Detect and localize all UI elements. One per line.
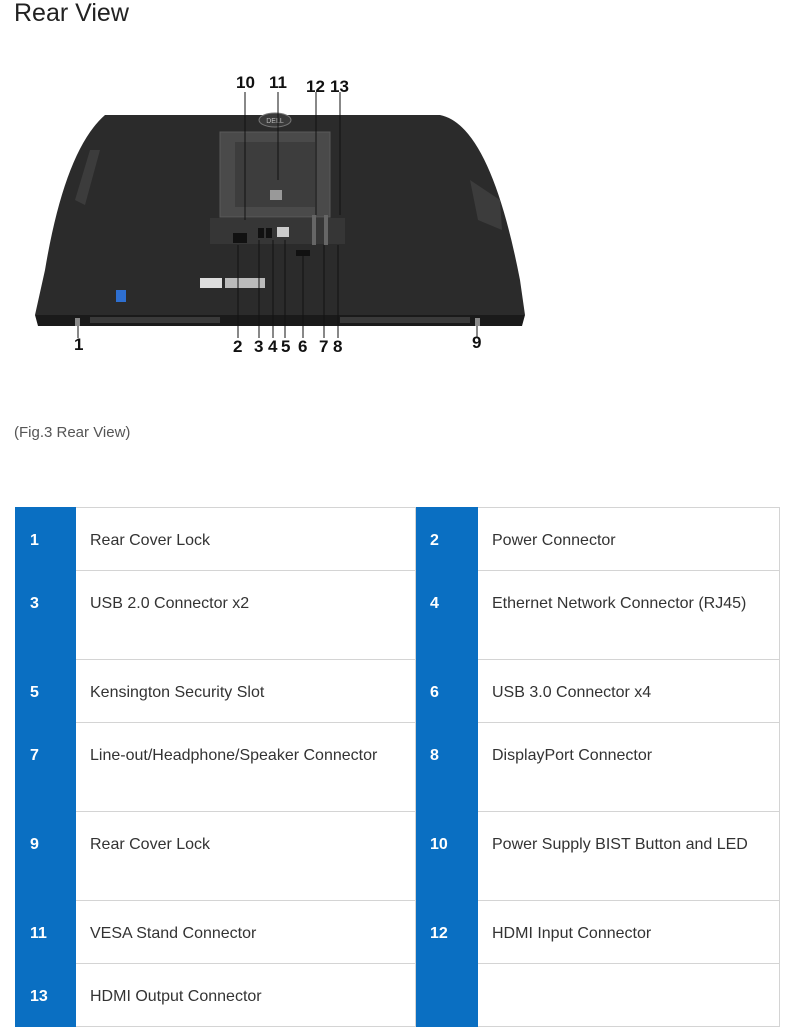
item-label: Rear Cover Lock [75,811,416,901]
item-label: Power Supply BIST Button and LED [477,811,780,901]
vesa-latch [270,190,282,200]
page-title: Rear View [14,0,129,27]
vent-left [90,317,220,323]
item-label: HDMI Output Connector [75,963,416,1027]
table-row: 9 Rear Cover Lock 10 Power Supply BIST B… [15,811,780,901]
figure-caption: (Fig.3 Rear View) [14,424,131,441]
callout-7: 7 [319,337,329,356]
item-label: Line-out/Headphone/Speaker Connector [75,722,416,812]
callout-5: 5 [281,337,291,356]
callout-12: 12 [306,77,325,96]
hdmi-ports [324,215,328,245]
windows-logo-icon [116,290,126,302]
item-number: 3 [15,570,76,660]
power-connector-port [233,233,247,243]
dell-logo [258,112,292,128]
table-row: 7 Line-out/Headphone/Speaker Connector 8… [15,722,780,812]
callout-9: 9 [472,333,482,352]
device-illustration: DELL [35,92,525,338]
info-label [225,278,265,288]
item-label-empty [477,963,780,1027]
item-number: 5 [15,659,76,723]
usb3-ports [312,215,316,245]
item-label: HDMI Input Connector [477,900,780,964]
rear-cover-lock-left [75,318,80,326]
item-label: DisplayPort Connector [477,722,780,812]
item-label: Power Connector [477,507,780,571]
table-row: 1 Rear Cover Lock 2 Power Connector [15,507,780,571]
callout-10: 10 [236,73,255,92]
item-number: 10 [415,811,478,901]
item-number: 6 [415,659,478,723]
side-panel-right [470,180,502,230]
item-number: 2 [415,507,478,571]
item-number: 4 [415,570,478,660]
usb2-port-2 [266,228,272,238]
item-number: 11 [15,900,76,964]
callout-2: 2 [233,337,243,356]
item-label: Rear Cover Lock [75,507,416,571]
item-label: Ethernet Network Connector (RJ45) [477,570,780,660]
ethernet-port [277,227,289,237]
table-row: 11 VESA Stand Connector 12 HDMI Input Co… [15,900,780,964]
rear-view-figure: DELL [30,70,550,360]
side-panel-left [75,150,100,205]
rear-cover-lock-right [475,318,480,326]
table-row: 3 USB 2.0 Connector x2 4 Ethernet Networ… [15,570,780,660]
item-label: USB 2.0 Connector x2 [75,570,416,660]
usb2-port-1 [258,228,264,238]
item-label: Kensington Security Slot [75,659,416,723]
component-table: 1 Rear Cover Lock 2 Power Connector 3 US… [15,507,780,1027]
displayport-port [296,250,310,256]
item-number: 13 [15,963,76,1027]
callout-6: 6 [298,337,308,356]
item-label: VESA Stand Connector [75,900,416,964]
callout-4: 4 [268,337,278,356]
table-row: 5 Kensington Security Slot 6 USB 3.0 Con… [15,659,780,723]
item-number: 8 [415,722,478,812]
service-sticker [200,278,222,288]
vent-right [340,317,470,323]
callout-1: 1 [74,335,84,354]
callout-3: 3 [254,337,264,356]
item-number: 12 [415,900,478,964]
dell-logo-text: DELL [266,118,284,125]
item-number-empty [415,963,478,1027]
item-number: 9 [15,811,76,901]
item-number: 1 [15,507,76,571]
item-number: 7 [15,722,76,812]
callout-11: 11 [269,73,287,92]
callout-leader-lines [77,92,478,338]
callout-8: 8 [333,337,343,356]
item-label: USB 3.0 Connector x4 [477,659,780,723]
callout-13: 13 [330,77,349,96]
table-row: 13 HDMI Output Connector [15,963,780,1027]
